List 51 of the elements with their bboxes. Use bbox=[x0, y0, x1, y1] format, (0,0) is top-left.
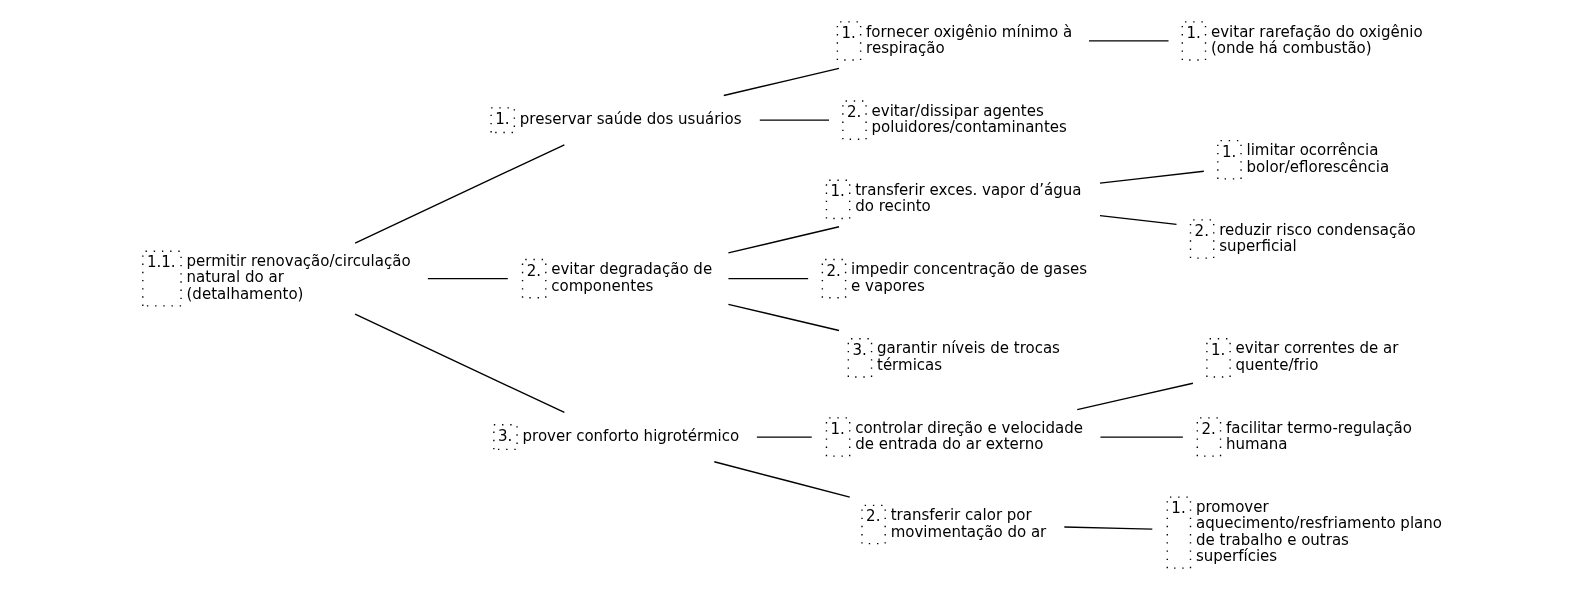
node-label: (detalhamento) bbox=[186, 284, 303, 303]
connector bbox=[1098, 170, 1205, 184]
node-label: evitar correntes de ar quente/frio bbox=[1235, 339, 1398, 374]
node-label: promover aquecimento/resfriamento plano de trabalho e outras superfícies bbox=[1195, 497, 1442, 566]
node-box: 1. bbox=[1166, 496, 1191, 569]
node-label: limitar ocorrência bolor/eflorescência bbox=[1246, 141, 1389, 176]
node-label: evitar/dissipar agentes poluidores/contaminantes bbox=[871, 101, 1067, 137]
connector bbox=[727, 226, 840, 254]
node-box: 2. bbox=[860, 504, 886, 545]
connector bbox=[1099, 436, 1184, 438]
node-label: reduzir risco condensação superficial bbox=[1218, 220, 1416, 256]
node-box: 1. bbox=[489, 107, 515, 134]
connector bbox=[1087, 40, 1169, 42]
node-box: 1. bbox=[1181, 21, 1206, 61]
node-box: 1. bbox=[825, 179, 850, 220]
connector bbox=[353, 144, 565, 244]
node-box: 3. bbox=[492, 424, 518, 451]
node-label: evitar rarefação do oxigênio (onde há combustão) bbox=[1210, 22, 1423, 57]
connector bbox=[1076, 382, 1194, 411]
connector bbox=[426, 277, 508, 280]
connector bbox=[755, 436, 812, 438]
node-label: prover conforto higrotérmico bbox=[522, 426, 739, 445]
connector bbox=[353, 313, 565, 414]
node-label: preservar saúde dos usuários bbox=[519, 109, 742, 128]
node-box: 1. bbox=[1205, 338, 1231, 378]
node-label: evitar degradação de componentes bbox=[550, 260, 712, 295]
connector bbox=[1098, 215, 1177, 226]
connector bbox=[722, 67, 840, 97]
node-label: fornecer oxigênio mínimo à respiração bbox=[865, 22, 1072, 57]
node-label: impedir concentração de gases e vapores bbox=[850, 260, 1087, 295]
node-box: 2. bbox=[841, 100, 867, 140]
node-label: facilitar termo-regulação humana bbox=[1225, 418, 1412, 454]
node-box: 1. bbox=[836, 21, 861, 61]
connector bbox=[713, 461, 850, 498]
node-label: transferir exces. vapor d’água do recinto bbox=[854, 181, 1082, 216]
node-box: 1. bbox=[1216, 139, 1242, 180]
node-box: 2. bbox=[1196, 417, 1221, 457]
node-box: 3. bbox=[847, 338, 872, 378]
connector bbox=[758, 119, 830, 121]
node-box: 1. bbox=[825, 417, 850, 457]
node-box: 1.1. bbox=[141, 250, 182, 307]
node-label: transferir calor por movimentação do ar bbox=[890, 506, 1046, 541]
connector bbox=[1063, 526, 1153, 530]
node-label: garantir níveis de trocas térmicas bbox=[876, 339, 1060, 374]
node-box: 2. bbox=[521, 258, 546, 299]
node-box: 2. bbox=[821, 258, 846, 299]
node-box: 2. bbox=[1189, 219, 1214, 259]
connector bbox=[727, 303, 840, 332]
connector bbox=[727, 277, 809, 280]
node-label: controlar direção e velocidade de entrada do ar externo bbox=[854, 418, 1083, 454]
node-label: permitir renovação/circulação natural do ar bbox=[186, 252, 411, 287]
